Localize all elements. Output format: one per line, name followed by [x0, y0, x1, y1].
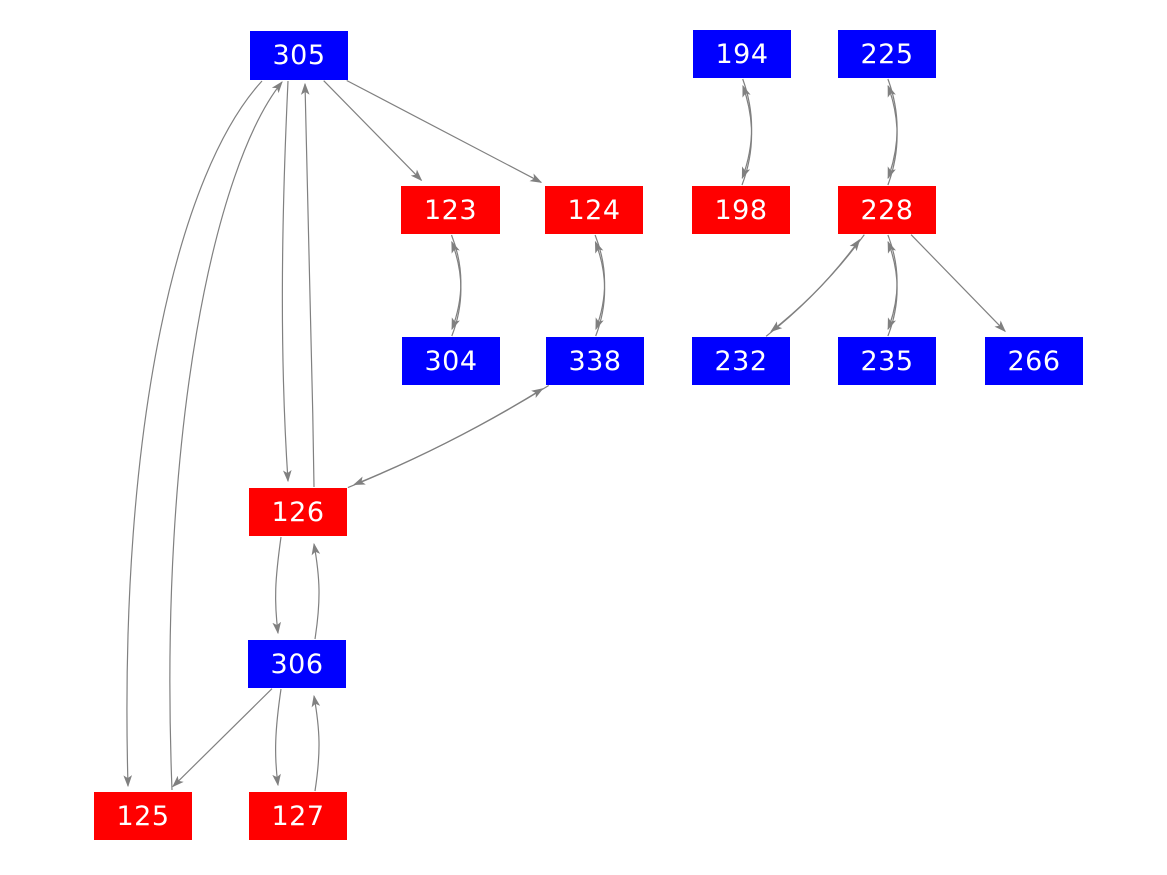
- node-label: 228: [860, 194, 914, 226]
- graph-edge-126-to-305: [300, 82, 315, 488]
- graph-node-228[interactable]: 228: [838, 186, 936, 234]
- node-label: 125: [116, 800, 170, 832]
- node-label: 306: [270, 648, 324, 680]
- graph-node-225[interactable]: 225: [838, 30, 936, 78]
- graph-edge-123-to-304: [450, 234, 462, 331]
- node-label: 232: [714, 345, 768, 377]
- graph-edge-225-to-228: [887, 78, 898, 180]
- graph-edge-305-to-125: [123, 80, 263, 788]
- node-label: 126: [271, 496, 325, 528]
- graph-edge-228-to-235: [887, 234, 898, 331]
- graph-edge-198-to-194: [741, 84, 753, 186]
- graph-edge-232-to-228: [765, 238, 861, 337]
- graph-edge-338-to-126: [353, 384, 550, 486]
- node-label: 225: [860, 38, 914, 70]
- graph-edge-306-to-127: [272, 688, 282, 787]
- graph-node-235[interactable]: 235: [838, 337, 936, 385]
- graph-edge-306-to-125: [172, 688, 273, 788]
- graph-edge-228-to-232: [770, 234, 865, 333]
- graph-edge-127-to-306: [311, 694, 321, 792]
- node-label: 127: [271, 800, 325, 832]
- graph-node-194[interactable]: 194: [693, 30, 791, 78]
- edge-paths: [123, 78, 1006, 792]
- graph-node-125[interactable]: 125: [94, 792, 192, 840]
- graph-edge-305-to-126: [281, 80, 292, 483]
- graph-node-266[interactable]: 266: [985, 337, 1083, 385]
- graph-edge-126-to-306: [272, 536, 282, 635]
- node-label: 266: [1007, 345, 1061, 377]
- graph-edge-304-to-123: [451, 240, 462, 337]
- graph-edge-235-to-228: [887, 240, 898, 337]
- graph-node-305[interactable]: 305: [250, 31, 348, 80]
- graph-edge-305-to-123: [323, 80, 423, 182]
- graph-edge-305-to-124: [346, 79, 543, 183]
- graph-node-232[interactable]: 232: [692, 337, 790, 385]
- node-label: 338: [568, 345, 622, 377]
- node-label: 194: [715, 38, 769, 70]
- graph-node-127[interactable]: 127: [249, 792, 347, 840]
- node-label: 124: [567, 194, 621, 226]
- graph-edge-126-to-338: [347, 388, 544, 489]
- node-label: 198: [714, 194, 768, 226]
- graph-edge-194-to-198: [741, 78, 753, 180]
- graph-node-304[interactable]: 304: [402, 337, 500, 385]
- graph-node-306[interactable]: 306: [248, 640, 346, 688]
- node-label: 123: [423, 194, 478, 226]
- node-label: 235: [860, 345, 914, 377]
- graph-edge-124-to-338: [594, 234, 606, 331]
- graph-node-198[interactable]: 198: [692, 186, 790, 234]
- node-label: 304: [424, 345, 478, 377]
- graph-edge-338-to-124: [594, 240, 606, 337]
- graph-node-338[interactable]: 338: [546, 337, 644, 385]
- node-label: 305: [272, 40, 326, 71]
- graph-edge-306-to-126: [311, 542, 321, 640]
- graph-node-124[interactable]: 124: [545, 186, 643, 234]
- graph-edge-125-to-305: [169, 81, 283, 791]
- graph-node-123[interactable]: 123: [401, 186, 500, 234]
- graph-node-126[interactable]: 126: [249, 488, 347, 536]
- graph-edge-228-to-266: [910, 234, 1006, 333]
- graph-edge-228-to-225: [887, 84, 898, 186]
